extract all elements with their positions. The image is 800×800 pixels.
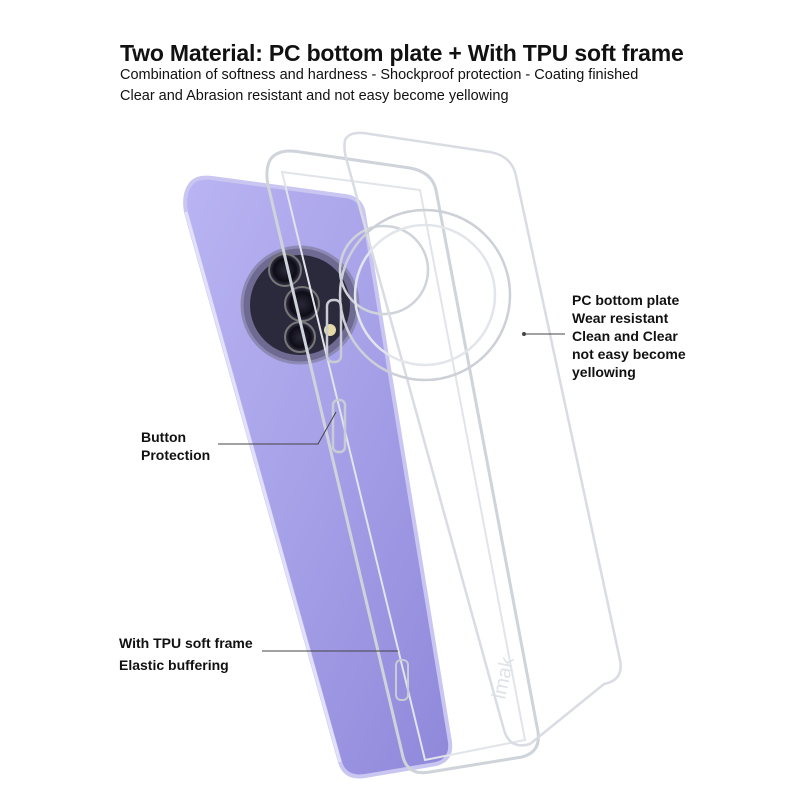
camera-module bbox=[240, 245, 360, 365]
subtitle-line-1: Combination of softness and hardness - S… bbox=[120, 67, 639, 83]
pc-plate-callout-line: PC bottom plate bbox=[572, 292, 680, 308]
pc-plate-callout-line: not easy become bbox=[572, 346, 686, 362]
tpu-frame-callout-line: Elastic buffering bbox=[119, 657, 229, 673]
pc-plate-callout-line: Wear resistant bbox=[572, 310, 669, 326]
tpu-frame-callout: With TPU soft frame Elastic buffering bbox=[119, 632, 253, 676]
tpu-soft-frame bbox=[265, 149, 540, 775]
pc-plate-callout: PC bottom plate Wear resistant Clean and… bbox=[572, 291, 686, 381]
pc-plate-leader-dot bbox=[522, 332, 526, 336]
button-callout-line: Protection bbox=[141, 447, 211, 463]
pc-plate-callout-line: yellowing bbox=[572, 364, 636, 380]
brand-mark: imak bbox=[488, 654, 519, 701]
button-callout-line: Button bbox=[141, 429, 187, 445]
tpu-frame-callout-line: With TPU soft frame bbox=[119, 635, 253, 651]
pc-plate-callout-line: Clean and Clear bbox=[572, 328, 678, 344]
button-leader-line bbox=[218, 411, 337, 445]
button-callout: Button Protection bbox=[141, 428, 210, 464]
page-title: Two Material: PC bottom plate + With TPU… bbox=[120, 40, 684, 66]
pc-bottom-plate bbox=[338, 131, 622, 747]
subtitle-line-2: Clear and Abrasion resistant and not eas… bbox=[120, 88, 509, 104]
